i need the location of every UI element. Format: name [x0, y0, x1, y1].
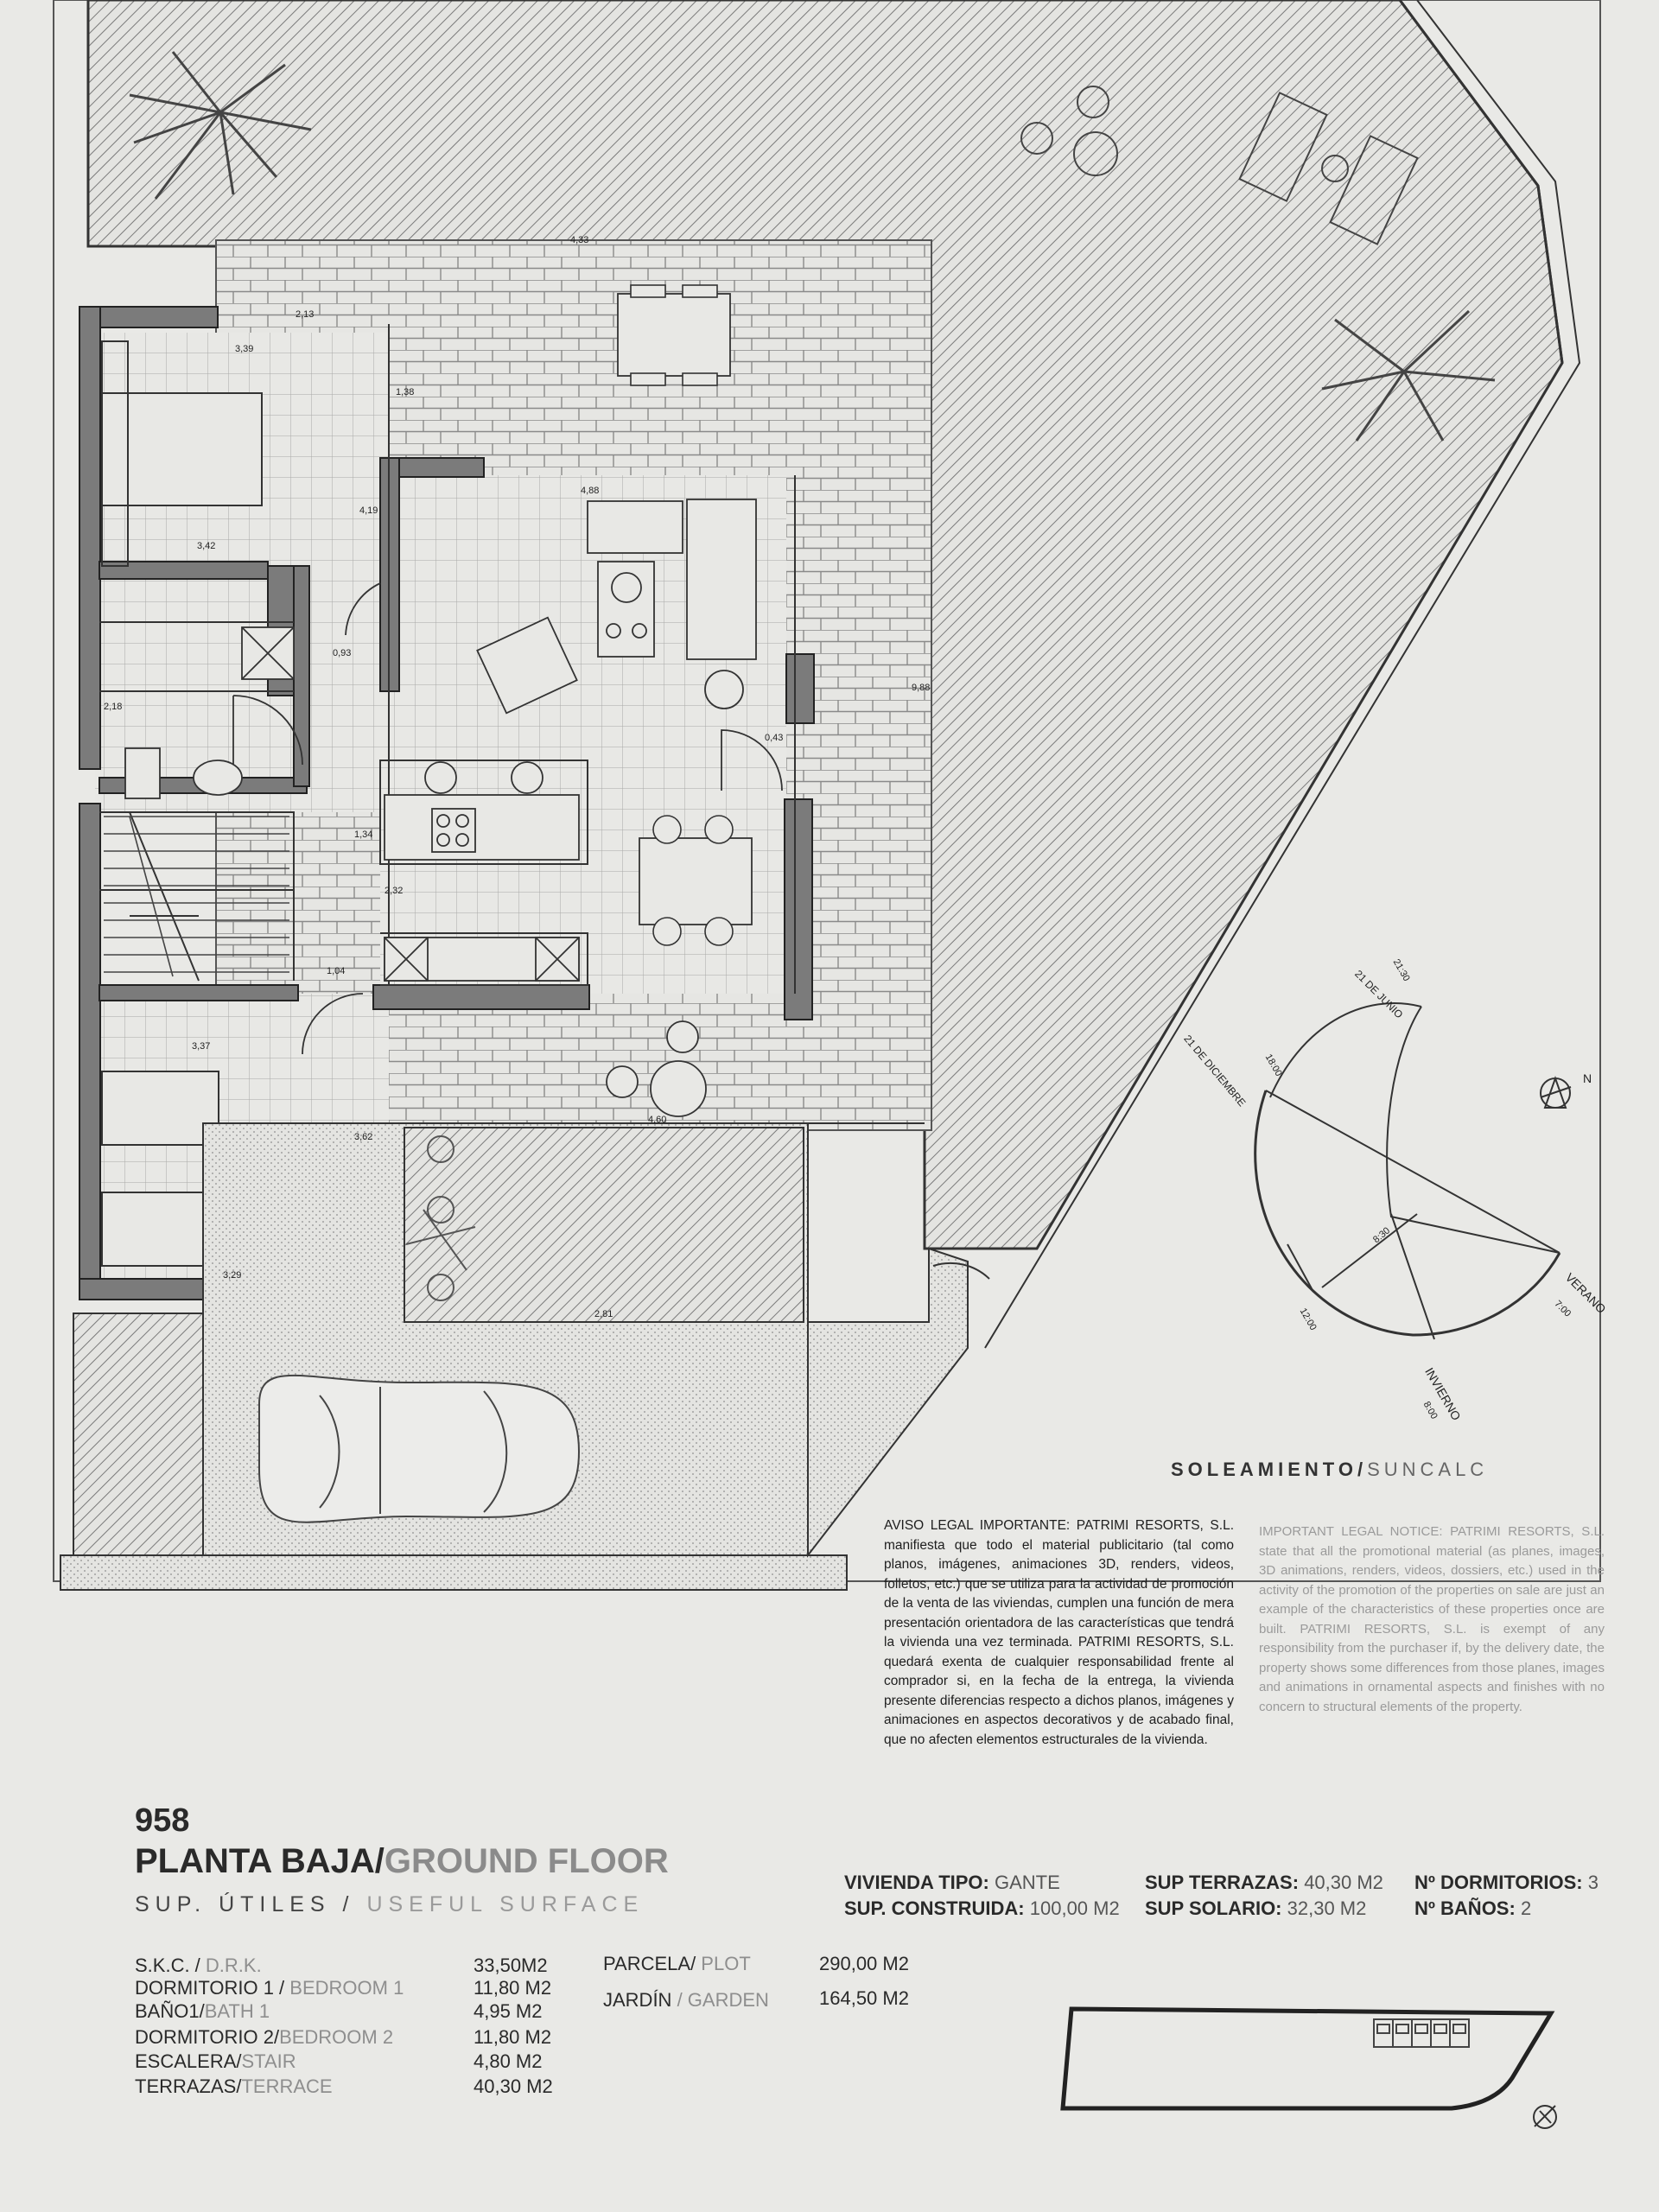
compass-icon: [1533, 2105, 1557, 2129]
dimension-label: 3,39: [235, 344, 254, 354]
front-garden: [404, 1127, 804, 1323]
room-value: 40,30 M2: [474, 2075, 553, 2097]
dimension-label: 2,13: [296, 309, 315, 320]
dimension-label: 0,93: [333, 648, 352, 658]
legal-notice-es: AVISO LEGAL IMPORTANTE: PATRIMI RESORTS,…: [884, 1518, 1234, 1747]
kitchen-furniture: [384, 293, 757, 1117]
dimension-label: 4,60: [648, 1115, 667, 1125]
beds: [101, 340, 263, 1267]
sun-path-diagram: [1254, 1002, 1572, 1340]
solarium-surface: SUP SOLARIO: 32,30 M2: [1145, 1897, 1367, 1919]
car-icon: [258, 1374, 581, 1523]
doors: [232, 582, 783, 1055]
bathroom-fixtures: [124, 626, 295, 799]
dimension-label: 3,62: [354, 1132, 373, 1142]
room-value: 4,80 M2: [474, 2050, 543, 2072]
sidewalk: [60, 1554, 848, 1591]
dimension-label: 1,34: [354, 830, 373, 840]
garden-value: 164,50 M2: [819, 1987, 909, 2009]
room-value: 4,95 M2: [474, 2000, 543, 2022]
suncalc-title: SOLEAMIENTO/SUNCALC: [1171, 1459, 1489, 1480]
side-garden: [73, 1313, 204, 1556]
dimension-label: 3,42: [197, 541, 216, 551]
room-label: DORMITORIO 2/BEDROOM 2: [135, 2026, 394, 2048]
room-value: 11,80 M2: [474, 2026, 552, 2048]
room-value: 11,80 M2: [474, 1977, 552, 1999]
terrace-surface: SUP TERRAZAS: 40,30 M2: [1145, 1872, 1383, 1893]
dimension-label: 2,81: [594, 1309, 613, 1319]
garden-furniture: [1020, 86, 1419, 245]
plot-value: 290,00 M2: [819, 1953, 909, 1974]
plan-number: 958: [135, 1802, 190, 1839]
plot-label: PARCELA/ PLOT: [603, 1953, 751, 1974]
dimension-label: 3,29: [223, 1270, 242, 1281]
dimension-label: 2,18: [104, 702, 123, 712]
room-label: TERRAZAS/TERRACE: [135, 2075, 333, 2097]
dimension-label: 4,33: [570, 235, 589, 245]
bedroom-count: Nº DORMITORIOS: 3: [1414, 1872, 1599, 1893]
dimension-label: 0,43: [765, 733, 784, 743]
stairs: [104, 816, 289, 977]
dimension-label: 1,38: [396, 387, 415, 397]
surface-subtitle: SUP. ÚTILES / USEFUL SURFACE: [135, 1892, 645, 1916]
legal-notice-en: IMPORTANT LEGAL NOTICE: PATRIMI RESORTS,…: [1259, 1524, 1605, 1714]
dimension-label: 2,32: [385, 886, 404, 896]
room-label: S.K.C. / D.R.K.: [135, 1955, 262, 1976]
room-label: DORMITORIO 1 / BEDROOM 1: [135, 1977, 404, 1999]
room-value: 33,50M2: [474, 1955, 548, 1976]
room-label: BAÑO1/BATH 1: [135, 2000, 270, 2022]
house-type: VIVIENDA TIPO: GANTE: [844, 1872, 1060, 1893]
north-label: N: [1583, 1071, 1592, 1085]
garden-label: JARDÍN / GARDEN: [603, 1989, 769, 2011]
plan-title: PLANTA BAJA/GROUND FLOOR: [135, 1842, 669, 1880]
highlighted-plots: [1373, 2018, 1470, 2048]
site-location-map: [1060, 2006, 1557, 2129]
room-label: ESCALERA/STAIR: [135, 2050, 296, 2072]
palm-tree-icon: [129, 51, 1496, 442]
dimension-label: 3,37: [192, 1041, 211, 1052]
bathroom-count: Nº BAÑOS: 2: [1414, 1897, 1532, 1919]
built-surface: SUP. CONSTRUIDA: 100,00 M2: [844, 1897, 1120, 1919]
dimension-label: 1,04: [327, 966, 346, 976]
dimension-label: 9,88: [912, 683, 931, 693]
dimension-label: 4,19: [359, 505, 378, 516]
dimension-label: 4,88: [581, 486, 600, 496]
